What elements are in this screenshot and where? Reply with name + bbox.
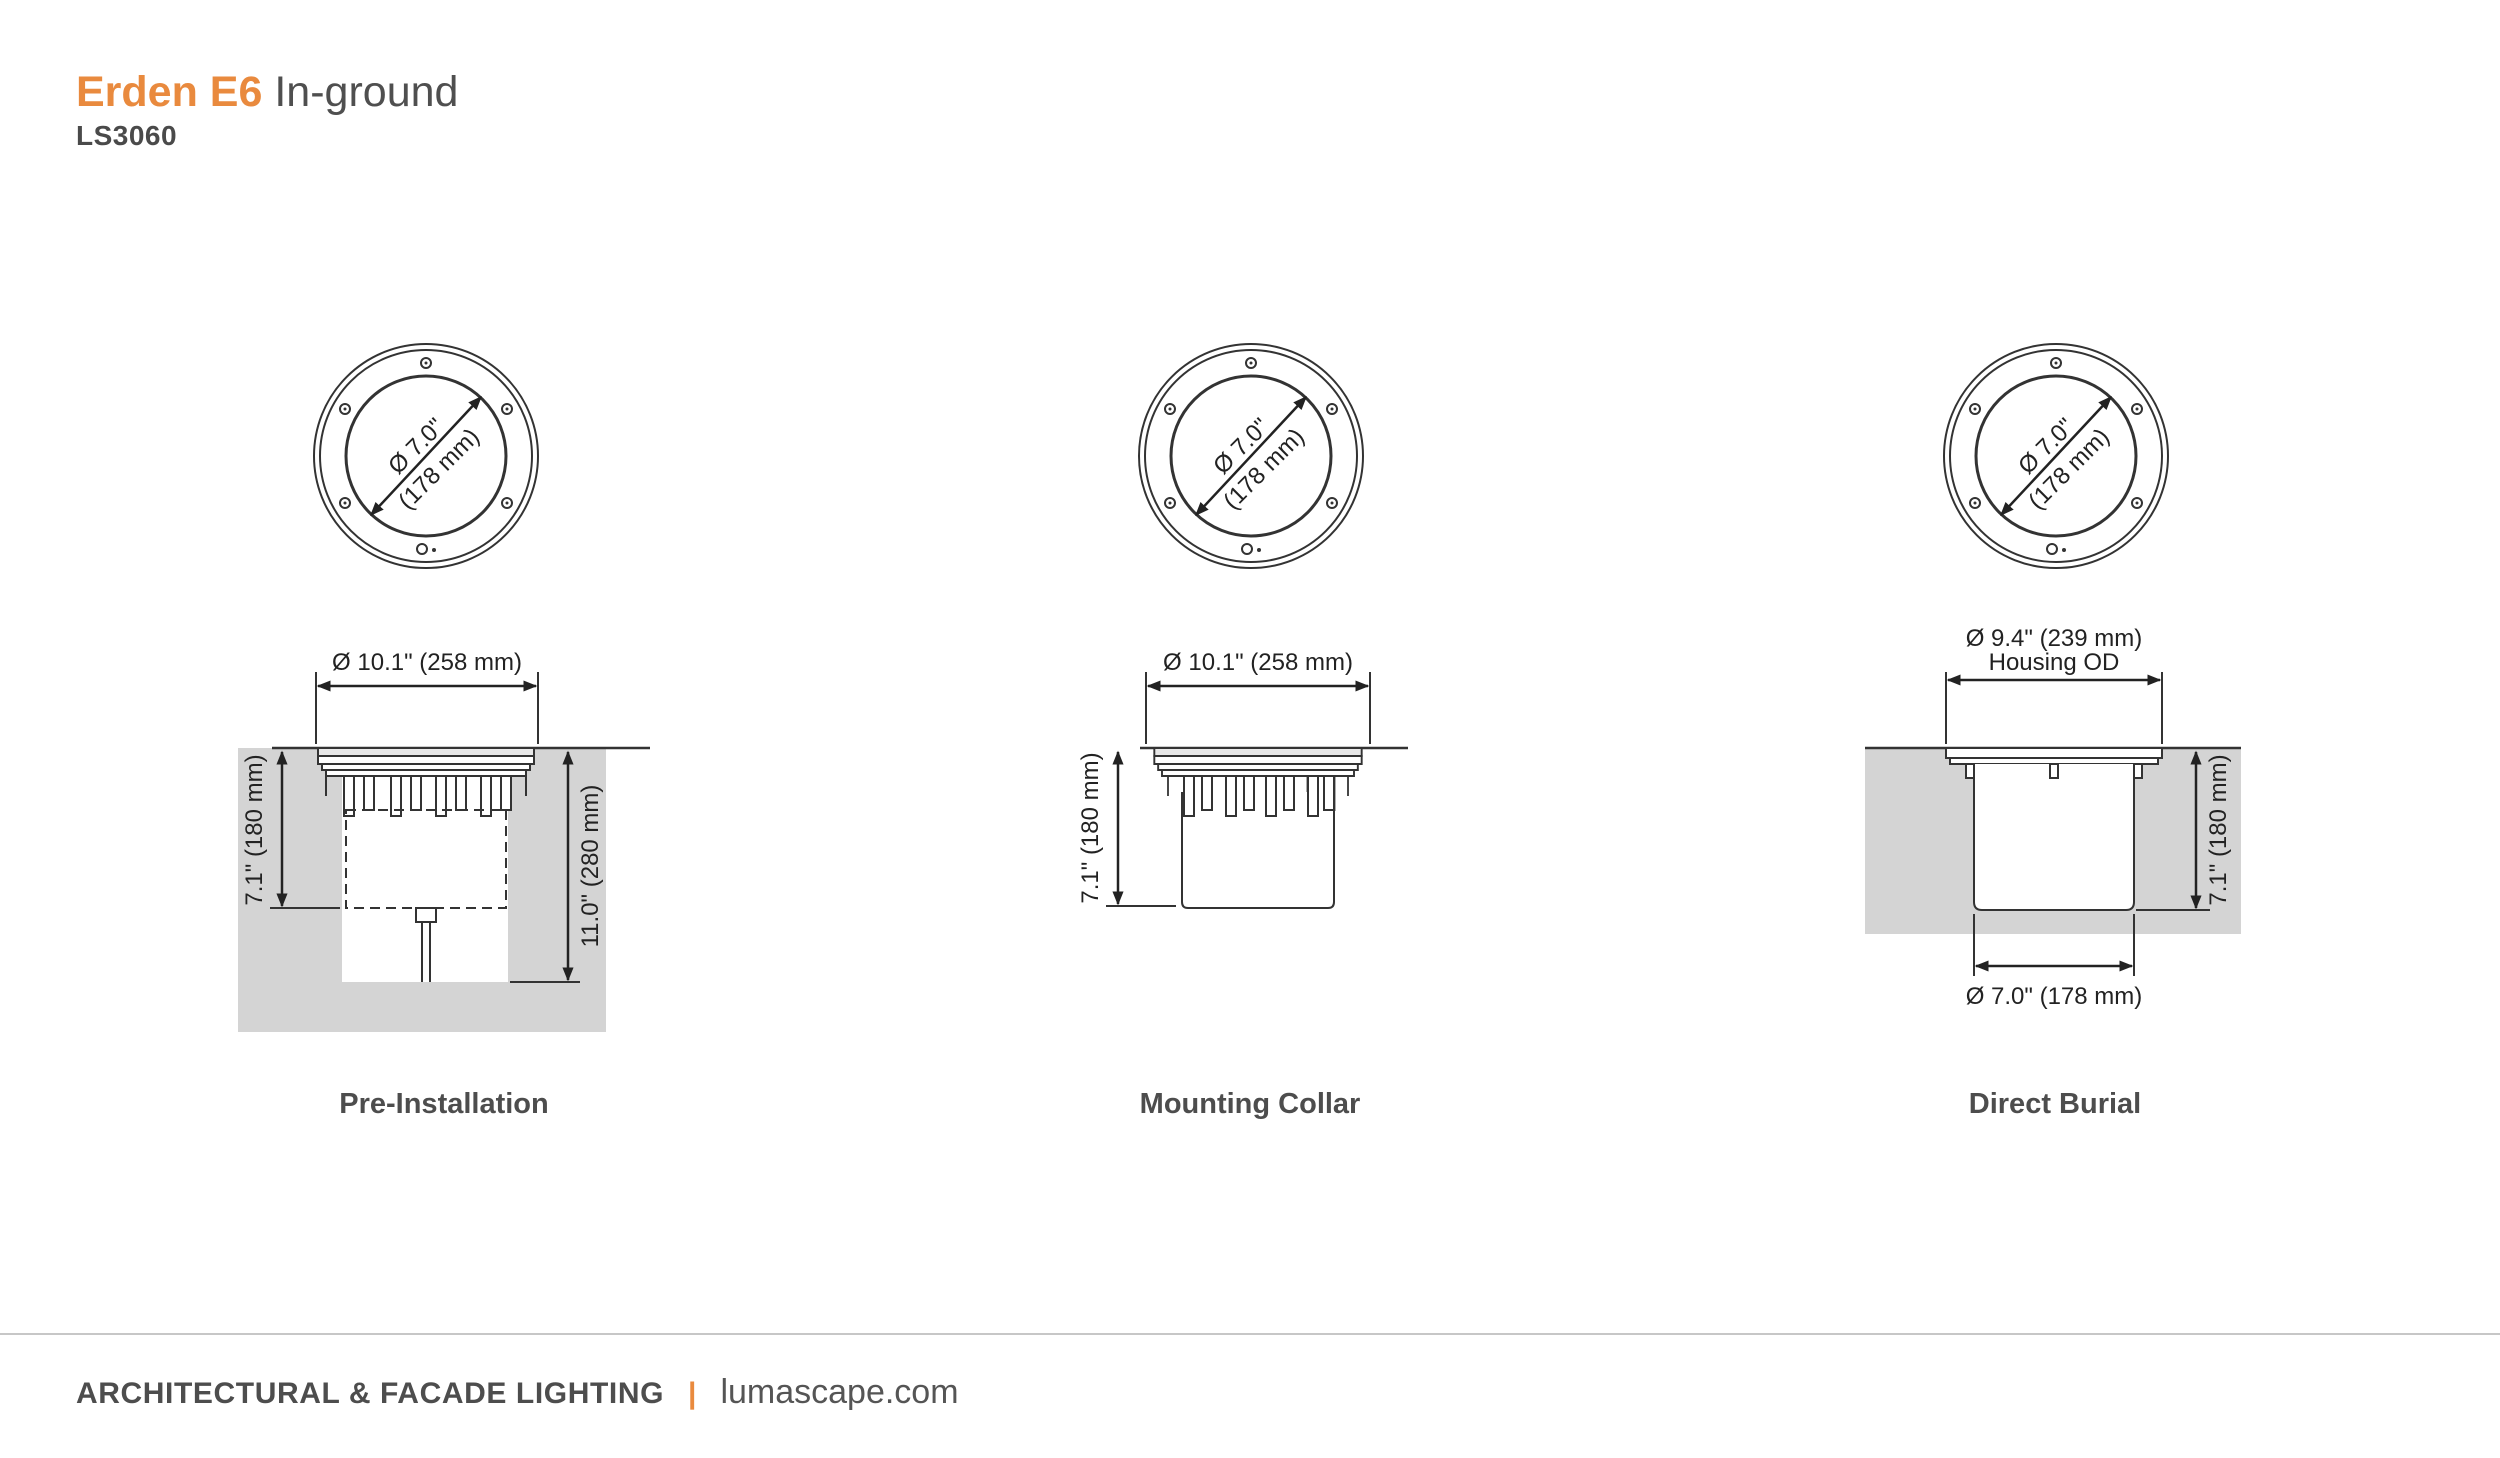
mounting-collar-height-dim: 7.1" (180 mm) [1077,752,1104,903]
pre-installation-view: Ø 7.0" (178 mm) Ø 10.1" (258 mm) 7.1" (1… [238,344,650,1032]
direct-burial-top-view [1944,344,2168,568]
product-type: In-ground [274,68,459,116]
pre-installation-top-view [314,344,538,568]
model-number: LS3060 [76,120,178,151]
caption-direct-burial: Direct Burial [1968,1088,2142,1120]
footer-website-link[interactable]: lumascape.com [720,1373,959,1411]
pre-installation-height-right-dim: 11.0" (280 mm) [577,785,604,948]
footer-divider [0,1333,2500,1335]
caption-mounting-collar: Mounting Collar [1139,1088,1361,1120]
direct-burial-width-dim: Ø 9.4" (239 mm) [1966,625,2143,652]
direct-burial-view: Ø 7.0" (178 mm) Ø 9.4" (239 mm) Housing … [1865,344,2241,1010]
footer-separator: | [688,1377,697,1410]
page-title: Erden E6 In-ground [76,64,458,120]
direct-burial-bottom-width-dim: Ø 7.0" (178 mm) [1966,983,2143,1010]
mounting-collar-top-view [1139,344,1363,568]
footer-tagline: ARCHITECTURAL & FACADE LIGHTING [76,1377,665,1410]
direct-burial-width-note: Housing OD [1989,649,2120,676]
brand-name: Erden E6 [76,68,263,116]
mounting-collar-width-dim: Ø 10.1" (258 mm) [1163,649,1353,676]
direct-burial-height-dim: 7.1" (180 mm) [2205,754,2232,905]
footer: ARCHITECTURAL & FACADE LIGHTING | lumascap… [76,1372,959,1414]
caption-pre-installation: Pre-Installation [339,1088,549,1120]
pre-installation-height-left-dim: 7.1" (180 mm) [241,754,268,905]
mounting-collar-view: Ø 7.0" (178 mm) Ø 10.1" (258 mm) 7.1" (1… [1077,344,1408,909]
pre-installation-width-dim: Ø 10.1" (258 mm) [332,649,522,676]
